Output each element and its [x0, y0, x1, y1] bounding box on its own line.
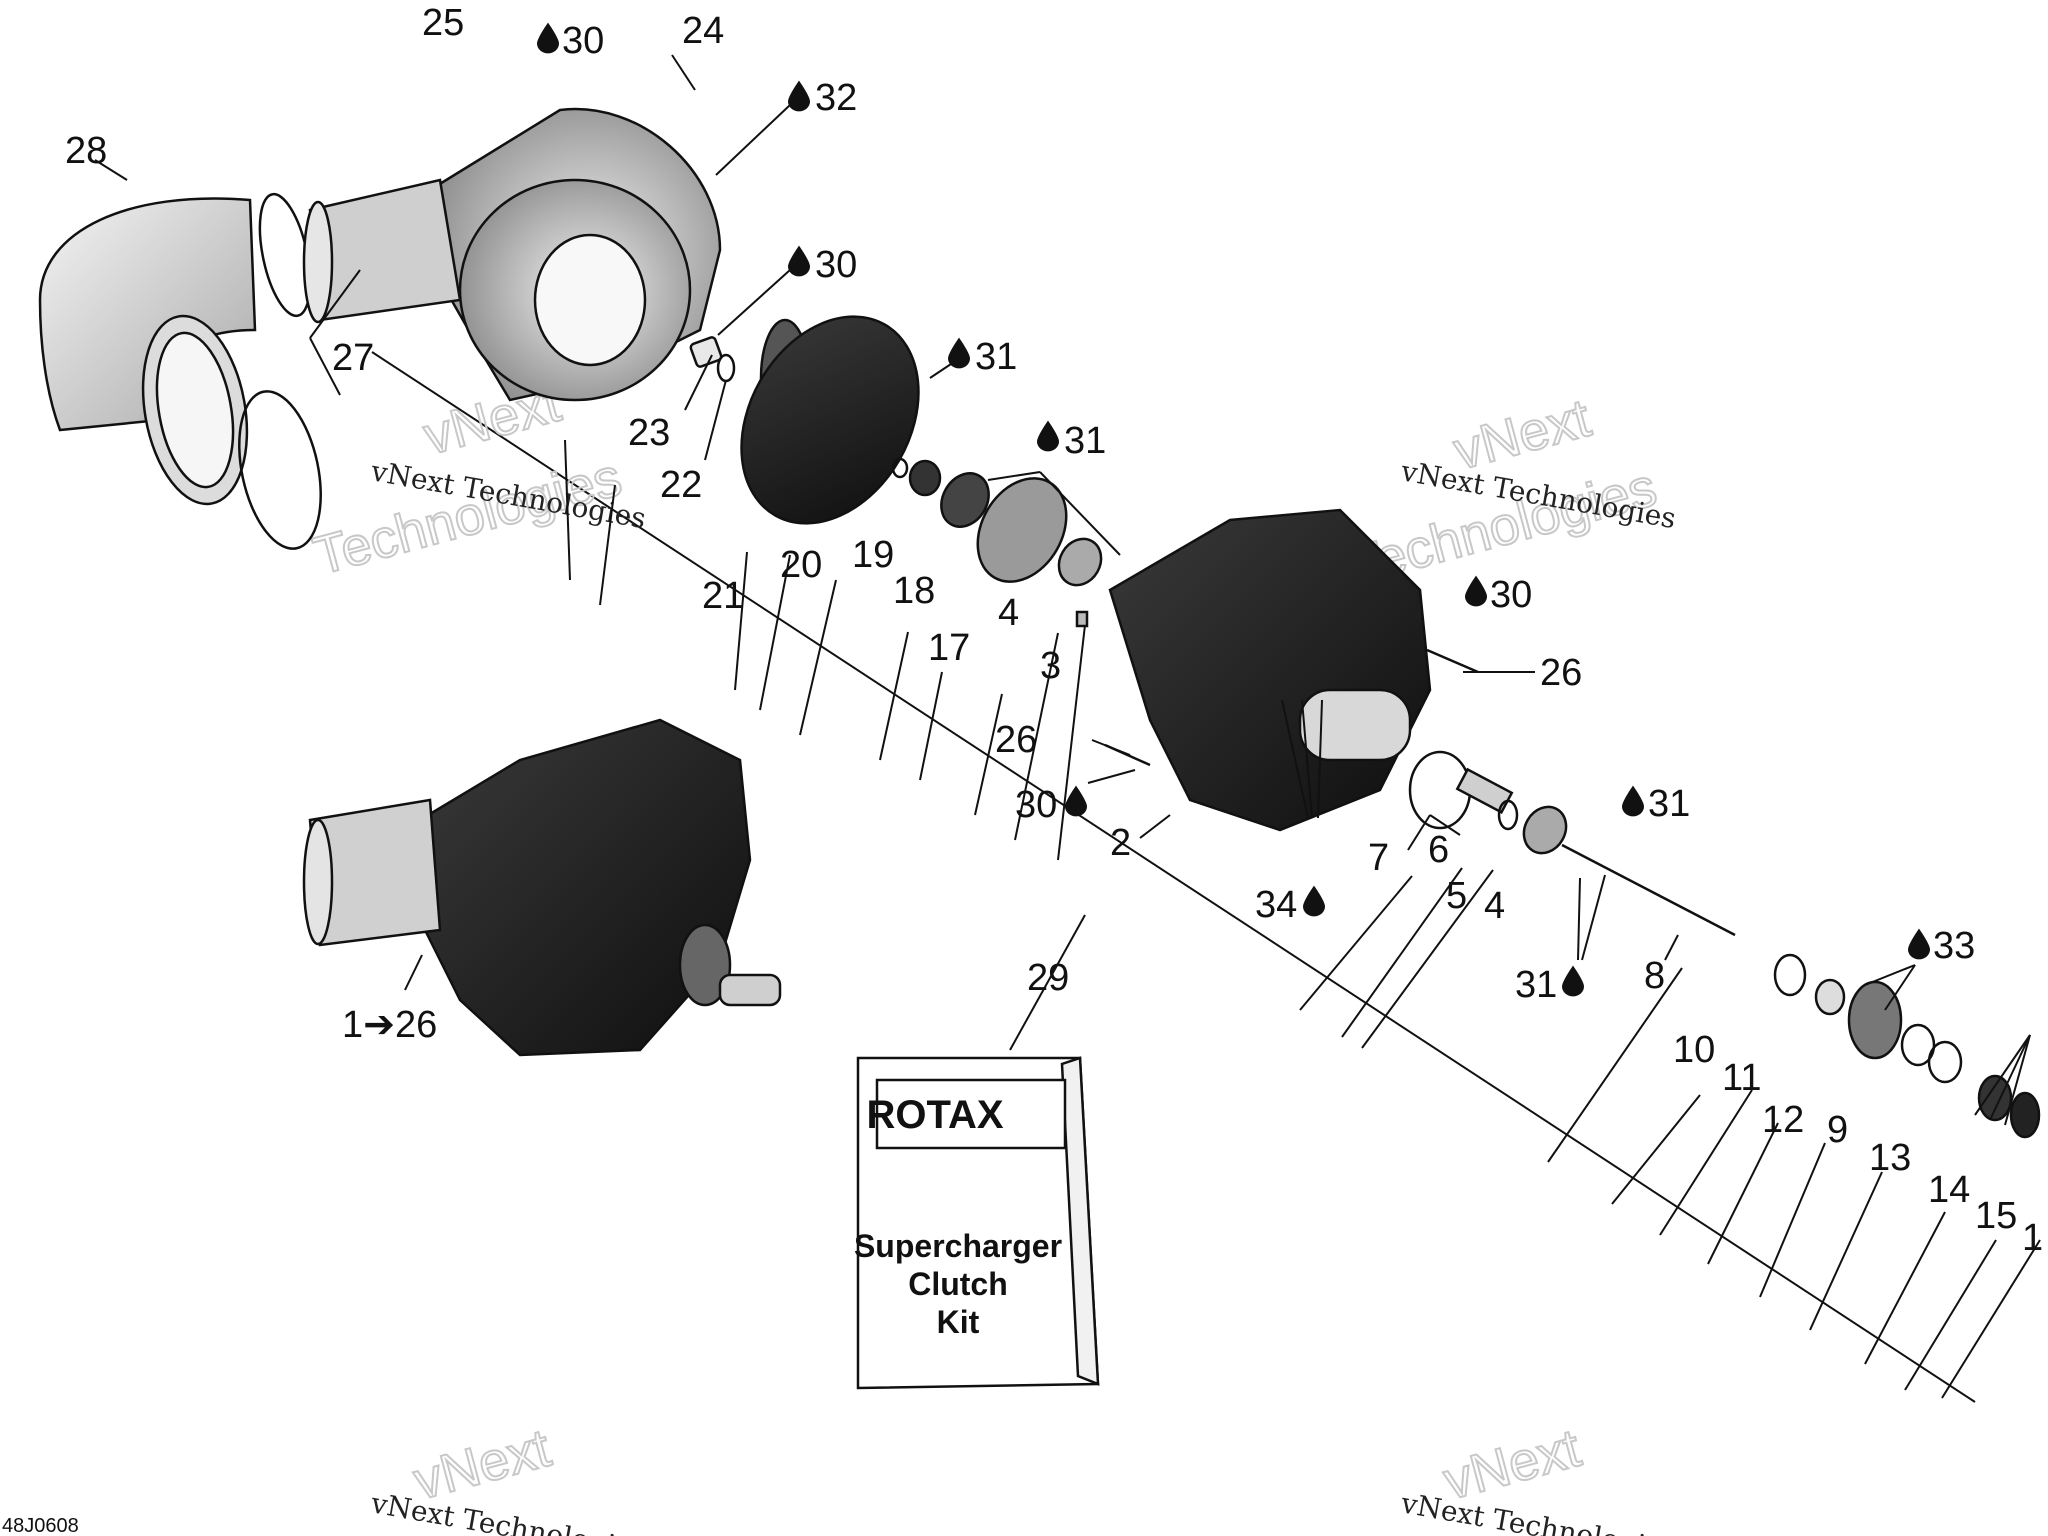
- label-6: 6: [1428, 829, 1449, 871]
- drop-icon: [1465, 575, 1487, 607]
- part-28-elbow-hose: [38, 197, 257, 506]
- label-15: 15: [1975, 1195, 2017, 1237]
- part-4-bearing-upper: [1057, 537, 1103, 587]
- callout-31-d: 31: [1515, 964, 1557, 1006]
- lubricant-callouts: 30 32 30 31 31 30 30 31 34 31 33: [537, 20, 1975, 1006]
- kit-brand: ROTAX: [866, 1093, 1003, 1137]
- label-18: 18: [893, 570, 935, 612]
- part-22-washer: [716, 353, 736, 383]
- label-26a: 26: [1540, 652, 1582, 694]
- kit-title-line-1: Supercharger: [854, 1228, 1062, 1264]
- part-labels: 28 27 25 24 23 22 21 20 19 18 17 4 3 26 …: [65, 2, 2043, 1259]
- drop-icon: [1303, 885, 1325, 917]
- part-13-washer: [1927, 1040, 1963, 1084]
- label-16: 1: [2022, 1217, 2043, 1259]
- label-13: 13: [1869, 1137, 1911, 1179]
- watermark-caption-4: vNext Technologies: [1398, 1486, 1679, 1536]
- part-9-washer: [1900, 1023, 1936, 1067]
- callout-31-a: 31: [975, 336, 1017, 378]
- callout-30-d: 30: [1015, 784, 1057, 826]
- callout-31-b: 31: [1064, 420, 1106, 462]
- part-26-screw-upper: [1426, 648, 1479, 674]
- callout-30-b: 30: [815, 244, 857, 286]
- label-11: 11: [1722, 1057, 1761, 1099]
- part-19-bushing: [908, 459, 942, 497]
- kit-title-line-2: Clutch: [908, 1266, 1008, 1302]
- drop-icon: [1037, 420, 1059, 452]
- drop-icon: [788, 245, 810, 277]
- label-20: 20: [780, 544, 822, 586]
- label-3: 3: [1040, 645, 1061, 687]
- callout-30-c: 30: [1490, 574, 1532, 616]
- label-2: 2: [1110, 822, 1131, 864]
- label-4a: 4: [998, 592, 1019, 634]
- part-5-washer: [1497, 799, 1519, 831]
- drop-icon: [788, 80, 810, 112]
- part-3-key: [1075, 610, 1089, 628]
- callout-30-a: 30: [562, 20, 604, 62]
- part-20-o-ring: [891, 457, 909, 479]
- watermark-caption-3: vNext Technologies: [368, 1486, 649, 1536]
- part-21-impeller: [740, 315, 920, 525]
- kit-title-line-3: Kit: [937, 1304, 980, 1340]
- assembly-baseline: [371, 351, 1976, 1403]
- part-24-supercharger-cover: [302, 107, 722, 402]
- label-21: 21: [702, 575, 744, 617]
- label-25: 25: [422, 2, 464, 44]
- label-5: 5: [1446, 875, 1467, 917]
- label-28: 28: [65, 130, 107, 172]
- label-27: 27: [332, 337, 374, 379]
- label-22: 22: [660, 464, 702, 506]
- diagram-id: 48J0608: [2, 1515, 79, 1536]
- drop-icon: [537, 22, 559, 54]
- label-assembly-1-26: 1➔26: [342, 1004, 437, 1046]
- part-14-clutch-plates: [1977, 1074, 2013, 1122]
- label-17: 17: [928, 627, 970, 669]
- drop-icon: [1908, 928, 1930, 960]
- drop-icon: [948, 337, 970, 369]
- label-14: 14: [1928, 1169, 1970, 1211]
- label-23: 23: [628, 412, 670, 454]
- callout-32: 32: [815, 77, 857, 119]
- part-15-clutch-plate: [2009, 1091, 2041, 1139]
- part-8-shaft: [1561, 843, 1736, 937]
- kit-29-card: ROTAX Supercharger Clutch Kit: [854, 1056, 1100, 1390]
- label-8: 8: [1644, 955, 1665, 997]
- drop-icon: [1622, 785, 1644, 817]
- leader-lines: [94, 54, 2041, 1399]
- part-12-gear: [1847, 980, 1903, 1060]
- callout-31-c: 31: [1648, 783, 1690, 825]
- callout-34: 34: [1255, 884, 1297, 926]
- part-23-nut: [689, 336, 723, 368]
- label-26b: 26: [995, 719, 1037, 761]
- part-6-sleeve: [1455, 767, 1514, 815]
- assembly-1-26: [302, 718, 782, 1057]
- label-4b: 4: [1484, 885, 1505, 927]
- part-2-housing: [1108, 508, 1432, 832]
- label-7: 7: [1368, 837, 1389, 879]
- part-10-ring: [1773, 953, 1807, 997]
- part-11-spacer: [1814, 978, 1846, 1016]
- part-4-bearing-lower: [1522, 805, 1568, 855]
- label-10: 10: [1673, 1029, 1715, 1071]
- drop-icon: [1065, 785, 1087, 817]
- callout-33: 33: [1933, 925, 1975, 967]
- label-9: 9: [1827, 1109, 1848, 1151]
- part-18-bearing: [940, 472, 990, 528]
- label-12: 12: [1762, 1099, 1804, 1141]
- drop-icon: [1562, 965, 1584, 997]
- label-24: 24: [682, 10, 724, 52]
- label-29: 29: [1027, 957, 1069, 999]
- label-19: 19: [852, 534, 894, 576]
